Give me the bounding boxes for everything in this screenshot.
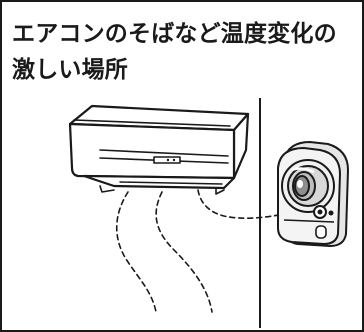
airflow-line-1 <box>116 191 157 313</box>
airflow-line-2 <box>155 191 213 313</box>
airflow-lines <box>116 189 285 313</box>
camera-icon <box>277 141 349 247</box>
airflow-line-3 <box>197 189 285 219</box>
air-conditioner-icon <box>68 104 250 195</box>
caption-line-2: 激しい場所 <box>12 57 128 83</box>
scene-illustration <box>68 98 349 328</box>
caption-line-1: エアコンのそばなど温度変化の <box>12 21 337 47</box>
caption: エアコンのそばなど温度変化の 激しい場所 <box>12 16 362 88</box>
